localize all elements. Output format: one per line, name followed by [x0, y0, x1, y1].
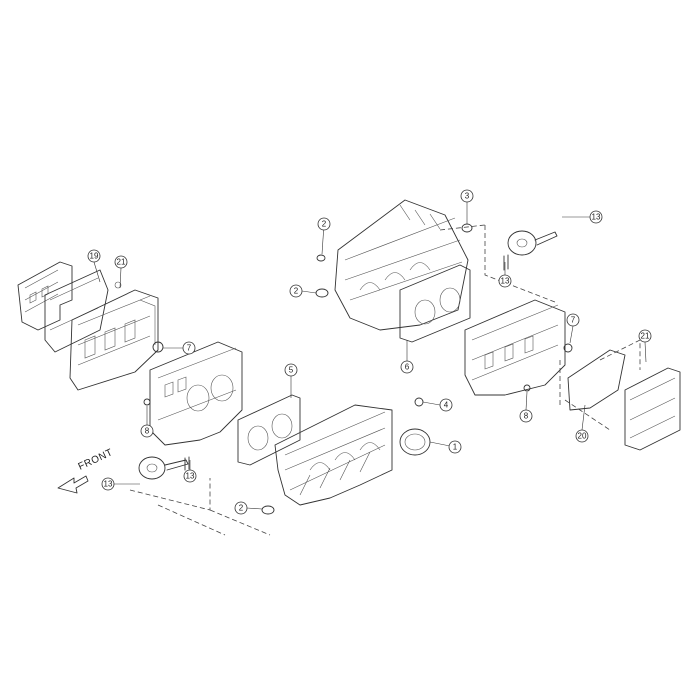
callout-5: 5 — [284, 363, 298, 377]
small-parts — [143, 223, 573, 515]
svg-text:20: 20 — [578, 432, 587, 441]
cam-sprocket-right — [507, 230, 558, 256]
svg-text:5: 5 — [289, 366, 294, 375]
oil-seal — [399, 428, 431, 456]
callout-13d: 13 — [589, 210, 603, 224]
callout-2b: 2 — [289, 284, 303, 298]
head-gasket-right — [399, 264, 471, 343]
callout-7a: 7 — [182, 341, 196, 355]
callout-13b: 13 — [183, 469, 197, 483]
callout-8a: 8 — [140, 424, 154, 438]
front-label: FRONT — [77, 447, 115, 473]
head-gasket — [237, 394, 301, 466]
callout-1: 1 — [448, 440, 462, 454]
svg-text:8: 8 — [524, 412, 529, 421]
svg-text:2: 2 — [294, 287, 299, 296]
callout-21b: 21 — [638, 329, 652, 343]
rocker-cover-gasket-right — [567, 349, 626, 411]
left-cylinder-head — [69, 281, 159, 391]
callout-2a: 2 — [317, 217, 331, 231]
svg-text:4: 4 — [444, 401, 449, 410]
callout-21a: 21 — [114, 255, 128, 269]
engine-block-upper — [334, 199, 469, 331]
callout-2c: 2 — [234, 501, 248, 515]
callout-8b: 8 — [519, 409, 533, 423]
svg-text:19: 19 — [90, 252, 99, 261]
svg-text:13: 13 — [592, 213, 601, 222]
svg-text:13: 13 — [104, 480, 113, 489]
callout-leaders — [93, 202, 647, 510]
callout-20: 20 — [575, 429, 589, 443]
callout-3: 3 — [460, 189, 474, 203]
reference-lines — [129, 224, 641, 536]
svg-text:13: 13 — [186, 472, 195, 481]
svg-text:2: 2 — [322, 220, 327, 229]
center-left-cylinder-head — [149, 341, 243, 446]
right-cylinder-head — [464, 299, 566, 396]
callout-7b: 7 — [566, 313, 580, 327]
svg-text:21: 21 — [117, 258, 126, 267]
svg-text:2: 2 — [239, 504, 244, 513]
svg-text:3: 3 — [465, 192, 470, 201]
svg-text:13: 13 — [501, 277, 510, 286]
svg-text:6: 6 — [405, 363, 410, 372]
callout-6: 6 — [400, 360, 414, 374]
right-rocker-cover — [624, 367, 681, 451]
callout-13a: 13 — [101, 477, 115, 491]
svg-text:7: 7 — [571, 316, 576, 325]
callout-19a: 19 — [87, 249, 101, 263]
cam-sprocket-left — [138, 456, 189, 480]
svg-text:7: 7 — [187, 344, 192, 353]
callout-13c: 13 — [498, 274, 512, 288]
svg-text:21: 21 — [641, 332, 650, 341]
engine-block-lower — [274, 404, 393, 506]
svg-text:8: 8 — [145, 427, 150, 436]
svg-text:1: 1 — [453, 443, 458, 452]
callout-4: 4 — [439, 398, 453, 412]
